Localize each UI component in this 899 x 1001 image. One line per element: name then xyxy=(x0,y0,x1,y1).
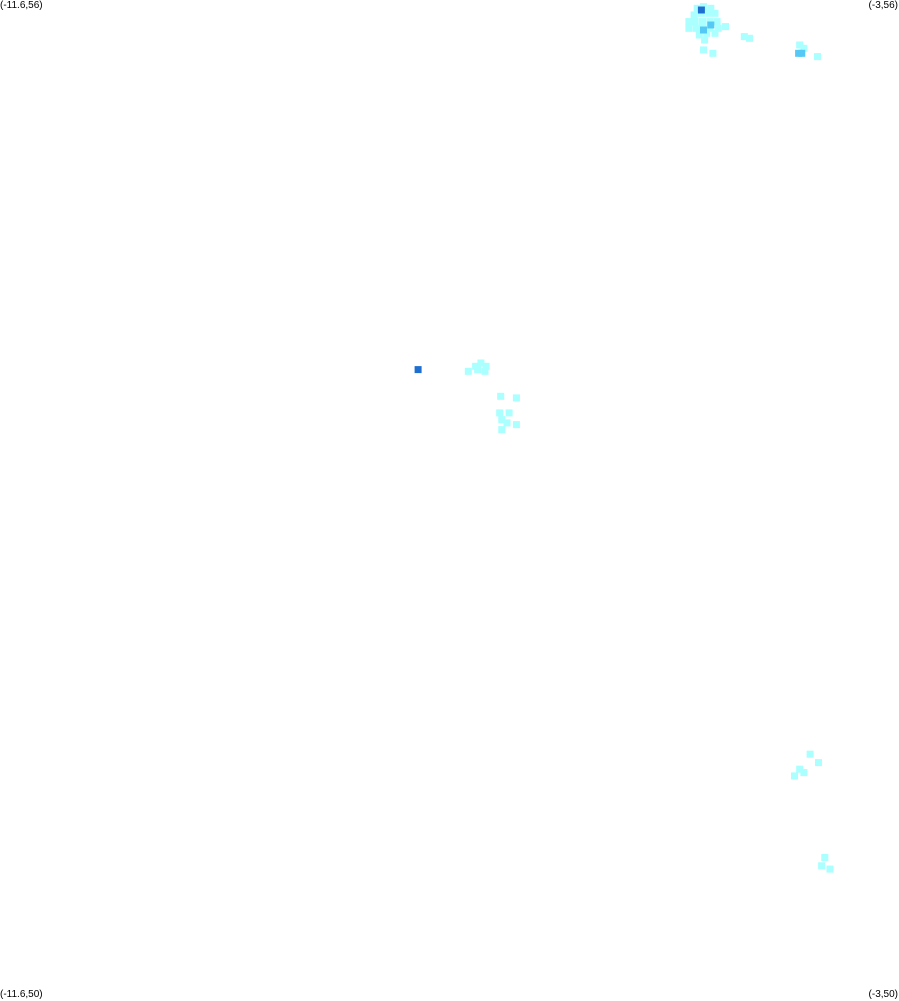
density-cell-medium xyxy=(707,21,715,29)
density-cell-low xyxy=(711,29,719,37)
density-cell-low xyxy=(481,367,489,375)
density-cell-low xyxy=(498,416,506,424)
density-cell-low xyxy=(503,419,511,427)
density-cell-low xyxy=(800,44,808,52)
density-cell-low xyxy=(826,865,834,873)
density-cell-low xyxy=(806,750,814,758)
density-cell-low xyxy=(497,392,505,400)
density-cell-low xyxy=(815,759,822,767)
density-cell-low xyxy=(722,23,729,31)
density-cell-low xyxy=(821,854,829,861)
density-cell-low xyxy=(693,4,701,12)
density-cell-low xyxy=(791,772,798,780)
density-cell-low xyxy=(818,862,826,870)
corner-label-top-left: (-11.6,56) xyxy=(0,0,43,11)
density-cell-low xyxy=(701,36,709,44)
corner-label-top-right: (-3,56) xyxy=(868,0,898,11)
density-cell-low xyxy=(713,18,721,26)
density-cell-low xyxy=(709,49,717,57)
density-cell-low xyxy=(464,367,472,375)
density-cell-low xyxy=(699,18,706,26)
density-cell-low xyxy=(685,18,693,26)
density-cell-low xyxy=(482,362,490,370)
density-cell-low xyxy=(746,34,753,42)
density-cell-low xyxy=(740,33,748,41)
density-cell-low xyxy=(512,421,520,429)
density-cell-low xyxy=(512,394,520,402)
density-cell-low xyxy=(496,409,504,417)
density-cell-low xyxy=(700,46,707,54)
density-cell-medium xyxy=(798,49,806,57)
density-cell-low xyxy=(695,31,703,39)
density-cell-low xyxy=(711,9,719,17)
density-cell-low xyxy=(505,409,513,417)
density-cell-high xyxy=(697,6,705,14)
density-cell-low xyxy=(692,24,700,32)
density-cell-low xyxy=(685,24,693,32)
density-cell-low xyxy=(814,53,821,61)
density-cell-low xyxy=(800,769,808,777)
density-cell-low xyxy=(714,24,722,32)
density-cell-low xyxy=(796,765,804,773)
corner-label-bottom-left: (-11.6,50) xyxy=(0,989,43,1000)
density-cell-low xyxy=(691,18,699,26)
density-cell-high xyxy=(414,366,422,374)
density-cell-low xyxy=(498,426,506,434)
density-cell-low xyxy=(707,4,715,12)
density-cell-low xyxy=(705,9,713,17)
density-cell-low xyxy=(690,11,698,19)
density-cell-medium xyxy=(700,26,707,34)
density-cell-low xyxy=(477,359,485,367)
corner-label-bottom-right: (-3,50) xyxy=(868,989,898,1000)
density-cell-low xyxy=(796,41,804,49)
density-cell-low xyxy=(474,366,482,374)
